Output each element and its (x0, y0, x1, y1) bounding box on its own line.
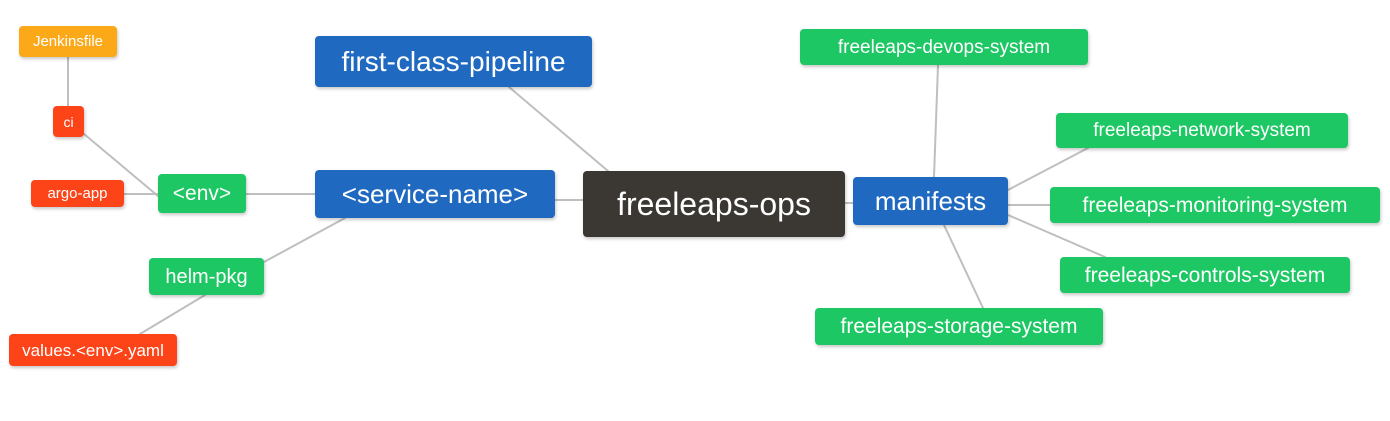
node-ci[interactable]: ci (53, 106, 84, 137)
node-values-yaml[interactable]: values.<env>.yaml (9, 334, 177, 366)
node-jenkinsfile[interactable]: Jenkinsfile (19, 26, 117, 57)
node-label-freeleaps-storage-system: freeleaps-storage-system (840, 315, 1078, 338)
node-label-env: <env> (172, 182, 232, 205)
node-freeleaps-monitoring-system[interactable]: freeleaps-monitoring-system (1050, 187, 1380, 223)
node-label-helm-pkg: helm-pkg (165, 265, 248, 288)
node-label-service-name: <service-name> (341, 179, 529, 209)
node-argo-app[interactable]: argo-app (31, 180, 124, 207)
node-freeleaps-network-system[interactable]: freeleaps-network-system (1056, 113, 1348, 148)
node-first-class-pipeline[interactable]: first-class-pipeline (315, 36, 592, 87)
node-label-argo-app: argo-app (47, 185, 108, 202)
node-label-jenkinsfile: Jenkinsfile (32, 33, 104, 50)
node-label-freeleaps-ops: freeleaps-ops (617, 186, 811, 222)
node-label-freeleaps-monitoring-system: freeleaps-monitoring-system (1082, 193, 1348, 217)
node-label-freeleaps-devops-system: freeleaps-devops-system (837, 36, 1051, 58)
edge-first-class-pipeline-to-freeleaps-ops (508, 86, 609, 172)
node-freeleaps-devops-system[interactable]: freeleaps-devops-system (800, 29, 1088, 65)
node-label-first-class-pipeline: first-class-pipeline (341, 45, 566, 77)
edge-manifests-to-freeleaps-storage-system (943, 224, 984, 309)
node-helm-pkg[interactable]: helm-pkg (149, 258, 264, 295)
node-manifests[interactable]: manifests (853, 177, 1008, 225)
edge-helm-pkg-to-service-name (263, 217, 346, 263)
node-env[interactable]: <env> (158, 174, 246, 213)
node-label-values-yaml: values.<env>.yaml (22, 340, 164, 360)
edge-manifests-to-freeleaps-network-system (1007, 147, 1089, 191)
node-service-name[interactable]: <service-name> (315, 170, 555, 218)
node-freeleaps-ops[interactable]: freeleaps-ops (583, 171, 845, 237)
edge-manifests-to-freeleaps-devops-system (933, 64, 939, 178)
node-label-manifests: manifests (874, 186, 987, 216)
node-label-ci: ci (63, 113, 74, 130)
node-freeleaps-controls-system[interactable]: freeleaps-controls-system (1060, 257, 1350, 293)
node-freeleaps-storage-system[interactable]: freeleaps-storage-system (815, 308, 1103, 345)
node-label-freeleaps-network-system: freeleaps-network-system (1093, 120, 1311, 141)
node-label-freeleaps-controls-system: freeleaps-controls-system (1084, 263, 1326, 287)
edge-values-yaml-to-helm-pkg (139, 294, 206, 335)
